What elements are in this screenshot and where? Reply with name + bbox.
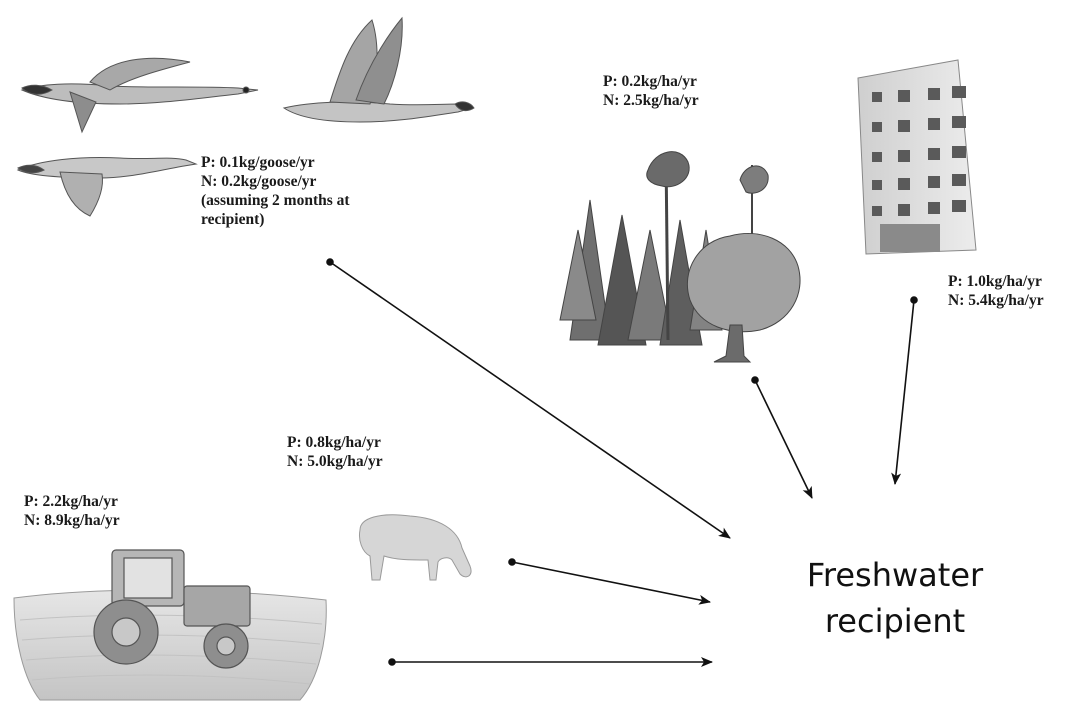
geese-note-line1: (assuming 2 months at (201, 192, 350, 209)
pasture-n-value: N: 5.0kg/ha/yr (287, 453, 383, 470)
arable-n-value: N: 8.9kg/ha/yr (24, 512, 120, 529)
apartment-building-illustration (857, 59, 977, 255)
deciduous-tree-icon (686, 233, 801, 363)
goose-3-icon (16, 157, 198, 217)
cow-illustration (359, 514, 472, 581)
tractor-icon (93, 549, 251, 669)
recipient-line1: Freshwater (806, 556, 984, 594)
freshwater-recipient-label: Freshwater recipient (790, 552, 1000, 644)
forest-illustration (559, 151, 801, 363)
arrow-pasture (508, 558, 711, 605)
arrow-geese (326, 258, 731, 539)
arable-load-label: P: 2.2kg/ha/yr N: 8.9kg/ha/yr (24, 492, 120, 530)
geese-n-value: N: 0.2kg/goose/yr (201, 173, 317, 190)
flow-arrows (326, 258, 918, 667)
field-furrows (19, 614, 323, 685)
pasture-load-label: P: 0.8kg/ha/yr N: 5.0kg/ha/yr (287, 433, 383, 471)
geese-note-line2: recipient) (201, 211, 265, 228)
urban-load-label: P: 1.0kg/ha/yr N: 5.4kg/ha/yr (948, 272, 1044, 310)
recipient-line2: recipient (824, 602, 966, 640)
urban-p-value: P: 1.0kg/ha/yr (948, 273, 1042, 290)
geese-load-label: P: 0.1kg/goose/yr N: 0.2kg/goose/yr (ass… (201, 153, 350, 229)
arrow-forest (751, 376, 813, 499)
arable-land-illustration (13, 549, 327, 701)
goose-2-icon (282, 16, 475, 123)
pasture-p-value: P: 0.8kg/ha/yr (287, 434, 381, 451)
goose-1-icon (20, 57, 259, 134)
forest-n-value: N: 2.5kg/ha/yr (603, 92, 699, 109)
arable-p-value: P: 2.2kg/ha/yr (24, 493, 118, 510)
arrow-arable (388, 657, 713, 667)
forest-p-value: P: 0.2kg/ha/yr (603, 73, 697, 90)
arrow-urban (891, 296, 918, 485)
tall-pine-icon (646, 151, 769, 341)
geese-p-value: P: 0.1kg/goose/yr (201, 154, 315, 171)
forest-load-label: P: 0.2kg/ha/yr N: 2.5kg/ha/yr (603, 72, 699, 110)
geese-illustration (16, 16, 475, 217)
building-windows (872, 86, 966, 216)
urban-n-value: N: 5.4kg/ha/yr (948, 292, 1044, 309)
building-entrance (880, 224, 940, 252)
